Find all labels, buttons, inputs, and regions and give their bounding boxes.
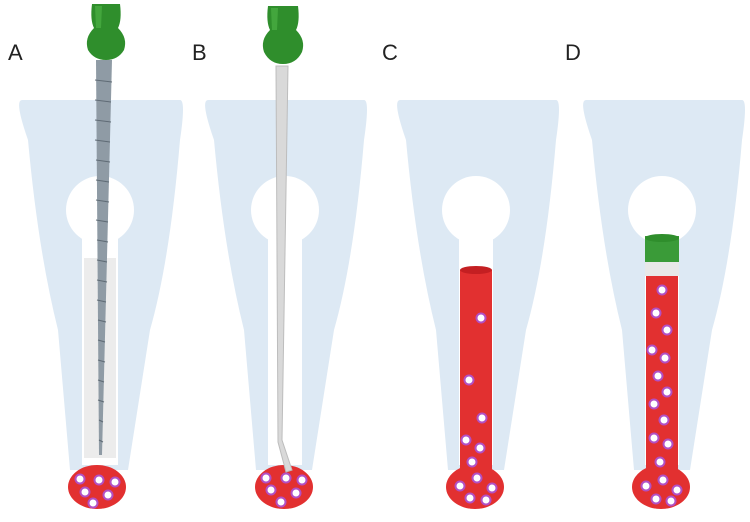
file-shaft (275, 65, 293, 473)
panel-label-d: D (565, 40, 581, 65)
stem-cells (454, 312, 498, 506)
stem-cells (74, 473, 121, 509)
panel-c (397, 100, 559, 509)
panel-b (205, 6, 367, 509)
endodontic-file-icon (262, 6, 304, 473)
collagen-barrier (645, 262, 679, 276)
panel-label-c: C (382, 40, 398, 65)
stem-cells (260, 472, 308, 508)
panel-label-b: B (192, 40, 207, 65)
endodontic-file-icon (86, 4, 126, 455)
panel-d (583, 100, 745, 509)
panel-a (19, 4, 183, 509)
file-handle (86, 4, 126, 60)
panel-label-a: A (8, 40, 23, 65)
stem-cells (640, 284, 683, 507)
file-flutes (94, 79, 113, 443)
file-handle (262, 6, 304, 64)
file-shaft (96, 60, 112, 455)
